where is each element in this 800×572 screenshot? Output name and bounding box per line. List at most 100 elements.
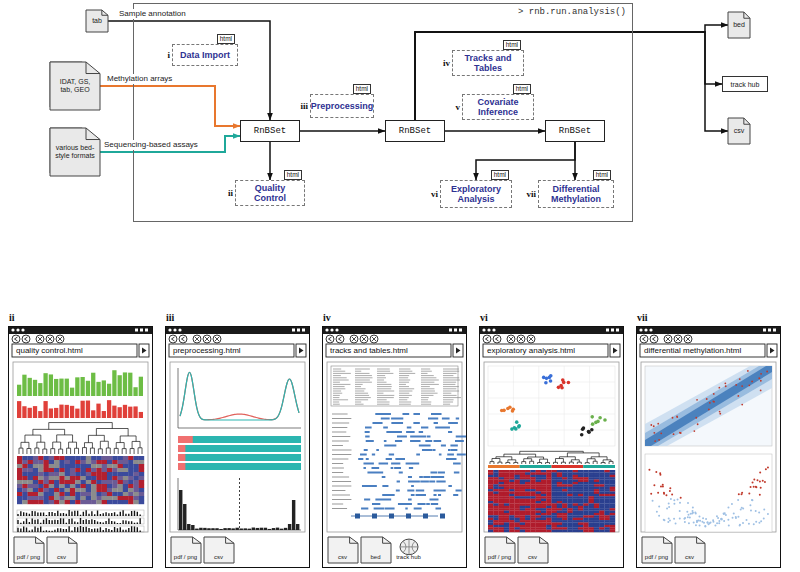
nav-button xyxy=(650,335,658,343)
document-fold xyxy=(744,118,750,124)
heatmap-cell xyxy=(49,460,54,464)
density-band xyxy=(645,366,772,446)
heatmap-cell xyxy=(546,480,551,483)
heatmap-cell xyxy=(589,499,594,502)
step-number: v xyxy=(456,102,461,112)
nav-icon xyxy=(529,337,533,341)
threshold-line xyxy=(239,478,240,530)
heatmap-cell xyxy=(86,492,91,496)
heatmap-cell xyxy=(610,503,615,506)
node-label: csv xyxy=(214,554,223,561)
heatmap-cell xyxy=(589,515,594,518)
heatmap-cell xyxy=(583,491,588,494)
volcano-area xyxy=(645,454,772,532)
heatmap-cell xyxy=(86,460,91,464)
window-illustration xyxy=(165,326,310,532)
heatmap-cell xyxy=(17,476,22,480)
dmr-point xyxy=(738,493,740,495)
heatmap-cell xyxy=(594,503,599,506)
heatmap-cell xyxy=(541,484,546,487)
heatmap-cell xyxy=(583,501,588,504)
group-bar xyxy=(583,465,615,468)
heatmap-cell xyxy=(514,527,519,530)
heatmap-cell xyxy=(514,470,519,473)
heatmap-cell xyxy=(28,456,33,460)
axis xyxy=(178,478,301,530)
heatmap-cell xyxy=(594,470,599,473)
heatmap-cell xyxy=(499,520,504,523)
heatmap-cell xyxy=(514,506,519,509)
heatmap-cell xyxy=(610,501,615,504)
heatmap-cell xyxy=(525,506,530,509)
download-button: csv xyxy=(204,537,234,563)
download-button: pdf / png xyxy=(14,537,44,563)
heatmap-cell xyxy=(610,511,615,514)
heatmap-cell xyxy=(599,522,604,525)
address-text: exploratory analysis.html xyxy=(487,346,575,356)
heatmap-cell xyxy=(22,484,27,488)
heatmap-cell xyxy=(96,468,101,472)
heatmap-cell xyxy=(562,475,567,478)
heatmap-cell xyxy=(599,480,604,483)
connector xyxy=(100,86,240,126)
heatmap-cell xyxy=(118,476,123,480)
file-icon: bed xyxy=(728,12,750,38)
heatmap-cell xyxy=(86,496,91,500)
heatmap-cell xyxy=(33,488,38,492)
histogram-bar xyxy=(235,528,238,530)
heatmap-cell xyxy=(557,494,562,497)
dmr-point xyxy=(653,425,655,427)
sample-point xyxy=(560,386,564,390)
heatmap-cell xyxy=(536,501,541,504)
heatmap-cell xyxy=(43,492,48,496)
heatmap-cell xyxy=(123,460,128,464)
heatmap-cell xyxy=(75,456,80,460)
heatmap-cell xyxy=(573,499,578,502)
heatmap-cell xyxy=(504,501,509,504)
site-point xyxy=(688,522,690,524)
heatmap-cell xyxy=(520,525,525,528)
heatmap-cell xyxy=(38,480,43,484)
heatmap-cell xyxy=(562,484,567,487)
heatmap-cell xyxy=(578,520,583,523)
heatmap-cell xyxy=(604,496,609,499)
scatter-grid xyxy=(488,366,615,446)
histogram-bar xyxy=(215,528,218,530)
density-curve xyxy=(180,372,299,419)
site-point xyxy=(702,517,704,519)
heatmap-cell xyxy=(567,518,572,521)
heatmap-cell xyxy=(536,518,541,521)
window-control xyxy=(768,329,771,332)
heatmap-cell xyxy=(536,477,541,480)
heatmap-cell xyxy=(86,484,91,488)
heatmap-cell xyxy=(541,501,546,504)
address-text: preprocessing.html xyxy=(173,346,241,356)
heatmap-cell xyxy=(81,468,86,472)
heatmap-cell xyxy=(54,468,59,472)
heatmap-cell xyxy=(514,491,519,494)
heatmap-cell xyxy=(604,530,609,533)
heatmap-cell xyxy=(599,520,604,523)
nav-icon xyxy=(372,337,376,341)
heatmap-cell xyxy=(536,522,541,525)
heatmap-cell xyxy=(22,464,27,468)
heatmap-cell xyxy=(504,511,509,514)
heatmap-cell xyxy=(128,496,133,500)
heatmap-cell xyxy=(17,464,22,468)
heatmap-cell xyxy=(59,464,64,468)
heatmap-cell xyxy=(604,518,609,521)
heatmap-cell xyxy=(70,460,75,464)
connector xyxy=(574,142,576,180)
histogram-bar xyxy=(227,528,230,530)
nav-icon xyxy=(666,337,670,341)
site-point xyxy=(751,499,753,501)
window-titlebar xyxy=(636,326,781,334)
html-tag: html xyxy=(353,84,371,94)
heatmap-cell xyxy=(546,470,551,473)
heatmap-cell xyxy=(488,515,493,518)
heatmap-cell xyxy=(17,456,22,460)
nav-button xyxy=(203,335,211,343)
heatmap-cell xyxy=(562,508,567,511)
heatmap-cell xyxy=(59,488,64,492)
